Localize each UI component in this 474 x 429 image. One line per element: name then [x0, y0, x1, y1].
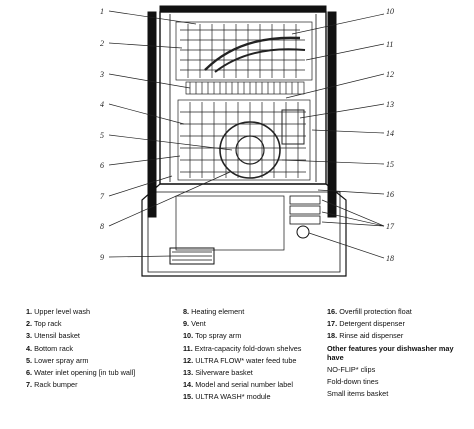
top-rack-drawing [175, 21, 313, 81]
legend-item: 9. Vent [183, 319, 206, 329]
legend-column-1: 1. Upper level wash 2. Top rack 3. Utens… [26, 306, 135, 391]
legend-column-2: 8. Heating element 9. Vent 10. Top spray… [183, 306, 301, 404]
callout-7: 7 [100, 192, 105, 201]
callout-10: 10 [386, 7, 394, 16]
callout-numbers: 1 2 3 4 5 6 7 8 9 10 11 12 13 14 15 16 1… [99, 7, 395, 263]
legend-item: 17. Detergent dispenser [327, 319, 405, 329]
dishwasher-door [141, 183, 347, 277]
callout-1: 1 [100, 7, 104, 16]
callout-14: 14 [386, 129, 394, 138]
legend-item: 8. Heating element [183, 307, 245, 316]
callout-4: 4 [100, 100, 104, 109]
legend-item: 6. Water inlet opening [in tub wall] [26, 367, 136, 377]
callout-15: 15 [386, 160, 394, 169]
legend-item: 7. Rack bumper [26, 380, 78, 390]
legend-item: 14. Model and serial number label [183, 380, 293, 390]
legend-item: 5. Lower spray arm [26, 355, 89, 365]
utensil-basket-drawing [185, 81, 305, 95]
other-feature-item: Small items basket [327, 388, 389, 398]
callout-6: 6 [100, 161, 104, 170]
legend-item: 2. Top rack [26, 319, 62, 329]
legend-item: 15. ULTRA WASH* module [183, 392, 271, 402]
callout-13: 13 [386, 100, 394, 109]
legend-item: 18. Rinse aid dispenser [327, 331, 404, 341]
legend-item: 10. Top spray arm [183, 331, 242, 341]
callout-16: 16 [386, 190, 394, 199]
callout-12: 12 [386, 70, 394, 79]
leader-lines [108, 10, 385, 259]
callout-11: 11 [386, 40, 393, 49]
other-feature-item: NO-FLIP* clips [327, 364, 376, 374]
dishwasher-diagram: 1 2 3 4 5 6 7 8 9 10 11 12 13 14 15 16 1… [99, 5, 395, 277]
legend-item: 3. Utensil basket [26, 331, 80, 341]
other-features-heading: Other features your dishwasher may have [327, 343, 454, 362]
legend-item: 12. ULTRA FLOW* water feed tube [183, 355, 297, 365]
bottom-rack-drawing [177, 99, 311, 181]
legend-column-3: 16. Overfill protection float 17. Deterg… [327, 306, 467, 400]
callout-8: 8 [100, 222, 104, 231]
legend-item: 13. Silverware basket [183, 367, 253, 377]
legend-item: 11. Extra-capacity fold-down shelves [183, 343, 302, 353]
callout-3: 3 [99, 70, 104, 79]
callout-5: 5 [100, 131, 104, 140]
legend-item: 16. Overfill protection float [327, 307, 412, 316]
legend-item: 1. Upper level wash [26, 307, 91, 316]
callout-2: 2 [100, 39, 104, 48]
legend-item: 4. Bottom rack [26, 343, 74, 353]
callout-17: 17 [386, 222, 395, 231]
other-feature-item: Fold-down tines [327, 376, 379, 386]
callout-18: 18 [386, 254, 394, 263]
callout-9: 9 [100, 253, 104, 262]
